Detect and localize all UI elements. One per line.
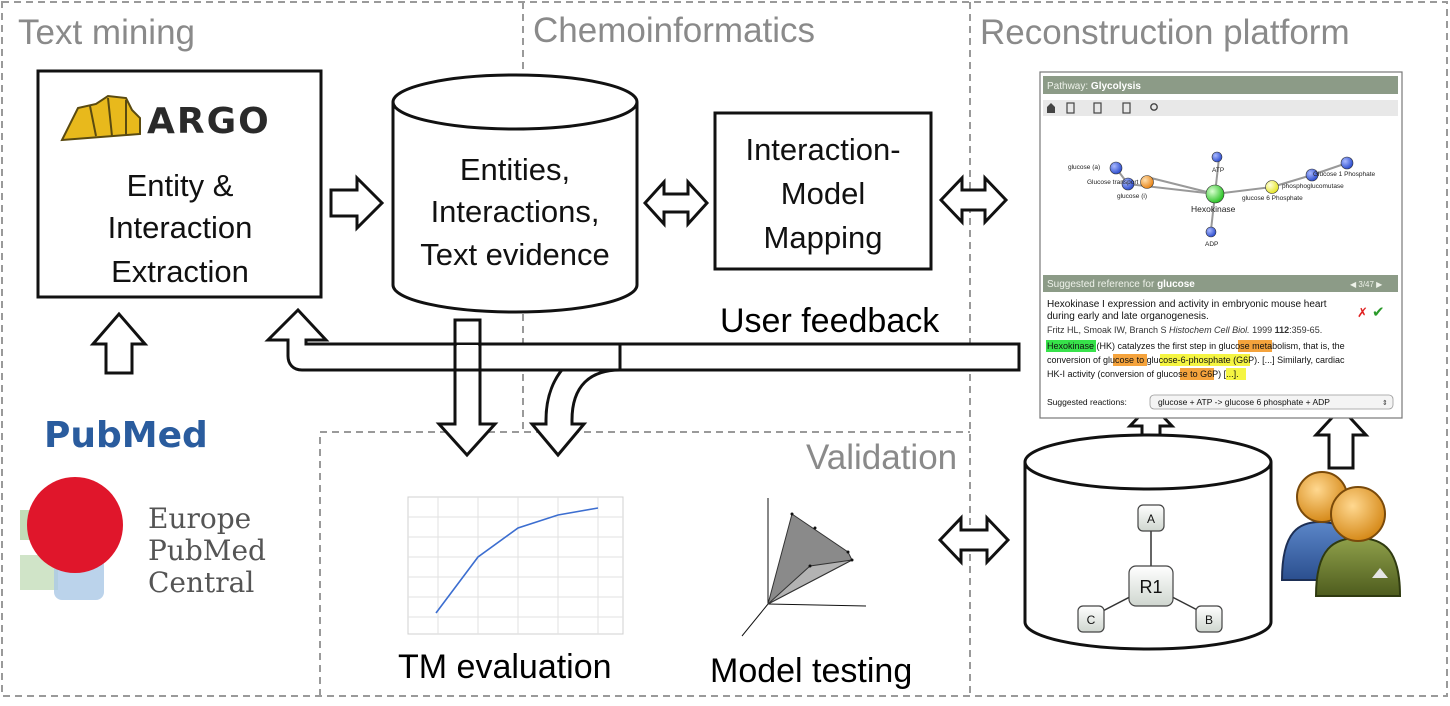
database-line-1: Entities, [460,152,570,187]
interaction-model-mapping-box: Interaction- Model Mapping [713,111,933,271]
model-testing-figure [741,498,867,637]
panel-toolbar [1043,100,1398,116]
panel-toolbar-icons [1047,102,1158,114]
search-icon[interactable] [1150,103,1158,111]
arrow-pubmed-to-argo [89,311,149,375]
validation-border [319,431,970,696]
node-hexokinase[interactable] [1205,184,1225,204]
evidence-line-3: HK-I activity (conversion of glucose to … [1047,369,1239,379]
svg-text:C: C [1087,613,1096,627]
arrow-db-to-tm-eval [435,318,499,458]
svg-text:B: B [1205,613,1213,627]
metabolite-node-c: C [1077,605,1105,633]
accept-icon[interactable]: ✔ [1372,304,1385,321]
reference-header [1043,275,1398,292]
metabolite-node-b: B [1195,605,1223,633]
reject-icon[interactable]: ✗ [1357,305,1368,320]
svg-text:A: A [1147,512,1155,526]
suggested-reactions-select[interactable]: glucose + ATP -> glucose 6 phosphate + A… [1149,394,1394,410]
arrow-db-mapping [642,178,710,228]
database-line-2: Interactions, [431,194,600,229]
edit-document-icon[interactable] [1093,102,1102,114]
mapping-line-3: Mapping [764,220,883,255]
reconstruction-panel: Pathway: Glycolysis [1039,71,1403,419]
panel-header [1043,76,1398,94]
svg-text:glucose + ATP -> glucose 6 pho: glucose + ATP -> glucose 6 phosphate + A… [1158,397,1330,407]
region-label-reconstruction: Reconstruction platform [980,13,1350,52]
label-g6p: glucose 6 Phosphate [1242,195,1303,202]
text-evidence-database: Entities, Interactions, Text evidence [391,73,639,314]
tm-evaluation-curve [435,507,599,614]
node-glucose-a[interactable] [1109,161,1123,175]
region-label-text-mining: Text mining [18,13,195,52]
argo-line-3: Extraction [111,254,249,289]
feedback-overlap-mask [457,345,478,368]
reference-title-2: during early and late organogenesis. [1047,311,1209,322]
node-adp[interactable] [1205,226,1217,238]
evidence-line-1: Hexokinase (HK) catalyzes the first step… [1047,341,1345,351]
node-atp[interactable] [1211,151,1223,163]
label-atp: ATP [1212,167,1224,174]
feedback-arrow-left [264,307,622,372]
argo-helmet-icon [60,94,141,142]
mapping-line-2: Model [781,176,865,211]
select-chevron-icon: ⇕ [1382,399,1388,407]
label-pgm: phosphoglucomutase [1282,183,1344,190]
label-adp: ADP [1205,241,1218,248]
label-hexokinase: Hexokinase [1191,204,1236,214]
arrow-argo-to-db [329,174,385,232]
reaction-node-r1: R1 [1128,565,1174,607]
epmc-line-2: PubMed [148,534,266,567]
tm-evaluation-chart [407,496,624,635]
arrow-validation-modeldb [937,514,1011,566]
argo-logo-text: ARGO [147,101,271,142]
epmc-line-1: Europe [148,502,251,535]
label-g1p: Glucose 1 Phosphate [1313,171,1376,178]
export-document-icon[interactable] [1122,102,1131,114]
label-glucose-transport: Glucose transport [1087,179,1138,186]
node-glucose-i[interactable] [1140,175,1154,189]
argo-line-1: Entity & [127,168,234,203]
epmc-line-3: Central [148,566,254,599]
argo-line-2: Interaction [108,210,253,245]
node-pgm[interactable] [1305,168,1319,182]
users-icon [1280,471,1402,597]
node-g6p[interactable] [1265,180,1279,194]
suggested-reactions-label: Suggested reactions: [1047,397,1127,407]
database-line-3: Text evidence [420,237,610,272]
node-glucose-transport[interactable] [1121,177,1135,191]
panel-header-text: Pathway: Glycolysis [1047,81,1141,92]
reference-header-text: Suggested reference for glucose [1047,279,1195,290]
tm-evaluation-label: TM evaluation [398,648,612,686]
mapping-line-1: Interaction- [745,132,900,167]
evidence-line-2: conversion of glucose to glucose-6-phosp… [1047,355,1345,365]
metabolite-node-a: A [1137,504,1165,532]
svg-text:R1: R1 [1139,577,1162,597]
pubmed-logo: PubMed [44,415,208,456]
arrow-users-to-panel [1312,405,1370,470]
label-glucose-a: glucose (a) [1068,164,1100,171]
region-label-validation: Validation [806,438,957,477]
reference-title-1: Hexokinase I expression and activity in … [1047,299,1327,310]
reference-nav[interactable]: ◀ 3/47 ▶ [1350,280,1383,289]
arrow-feedback-left-branch [283,310,620,344]
model-testing-label: Model testing [710,652,912,690]
europe-pmc-logo: Europe PubMed Central [20,477,266,600]
model-database: R1 A B C [1023,433,1273,651]
argo-box: ARGO Entity & Interaction Extraction [36,69,323,299]
pubmed-logo-text: PubMed [44,415,208,456]
reference-citation: Fritz HL, Smoak IW, Branch S Histochem C… [1047,325,1322,335]
region-label-chemoinformatics: Chemoinformatics [533,11,815,50]
add-document-icon[interactable] [1066,102,1075,114]
arrow-mapping-panel [938,174,1009,226]
node-g1p[interactable] [1340,156,1354,170]
user-feedback-label: User feedback [720,302,940,340]
pathway-nodes [1109,151,1354,238]
home-icon[interactable] [1047,103,1055,113]
label-glucose-i: glucose (i) [1117,193,1147,200]
